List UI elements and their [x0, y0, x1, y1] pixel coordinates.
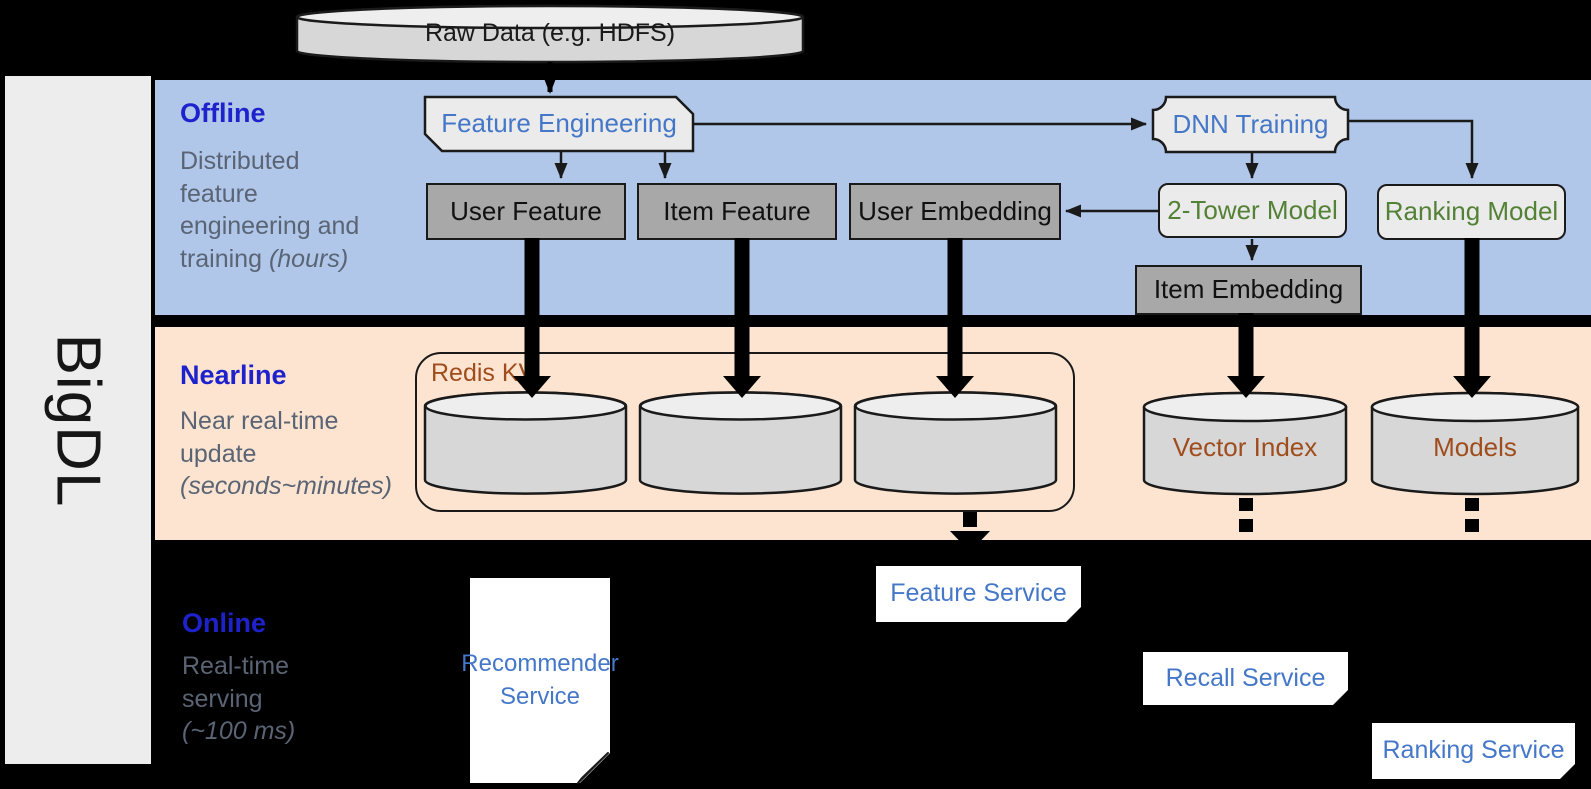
item-feature-node: Item Feature	[637, 183, 837, 240]
offline-desc: Distributed feature engineering and trai…	[180, 145, 380, 275]
brand-label: BigDL	[43, 333, 113, 507]
online-desc-pre: Real-time serving	[182, 652, 289, 713]
ranking-service-label: Ranking Service	[1382, 736, 1565, 765]
models-label: Models	[1433, 432, 1517, 463]
raw-data-label: Raw Data (e.g. HDFS)	[424, 18, 676, 47]
online-title: Online	[182, 608, 267, 638]
ranking-service-page	[1372, 723, 1575, 779]
feature-service-label: Feature Service	[890, 579, 1067, 608]
ranking-service-node: Ranking Service	[1372, 723, 1575, 779]
recommender-service-page	[470, 578, 610, 783]
recommender-service-label: Recommender Service	[461, 650, 619, 710]
feature-service-page	[876, 566, 1081, 622]
online-desc-italic: (~100 ms)	[182, 717, 296, 745]
ranking-model-node: Ranking Model	[1377, 184, 1566, 240]
sidebar-bigdl: BigDL	[5, 76, 151, 764]
two-tower-model-node: 2-Tower Model	[1158, 183, 1347, 238]
offline-title: Offline	[180, 98, 266, 128]
recall-service-page	[1143, 652, 1348, 705]
offline-desc-pre: Distributed feature engineering and trai…	[180, 147, 360, 273]
offline-desc-italic: (hours)	[268, 244, 349, 273]
user-feature-node: User Feature	[426, 183, 626, 240]
nearline-title: Nearline	[180, 360, 287, 390]
nearline-desc-italic: (seconds~minutes)	[180, 472, 392, 500]
recommender-service-node: Recommender Service	[461, 578, 619, 783]
item-embedding-node: Item Embedding	[1135, 265, 1362, 315]
nearline-desc: Near real-time update (seconds~minutes)	[180, 405, 410, 503]
online-desc: Real-time serving (~100 ms)	[182, 650, 317, 748]
nearline-desc-pre: Near real-time update	[180, 407, 339, 468]
dnn-training-node: DNN Training	[1172, 108, 1329, 139]
user-embedding-node: User Embedding	[849, 183, 1061, 240]
vector-index-label: Vector Index	[1172, 432, 1318, 463]
recall-service-label: Recall Service	[1165, 663, 1326, 692]
feature-service-node: Feature Service	[876, 566, 1081, 622]
feature-engineering-node: Feature Engineering	[441, 108, 677, 139]
recall-service-node: Recall Service	[1143, 652, 1348, 705]
redis-kv-label: Redis KV	[431, 359, 536, 387]
